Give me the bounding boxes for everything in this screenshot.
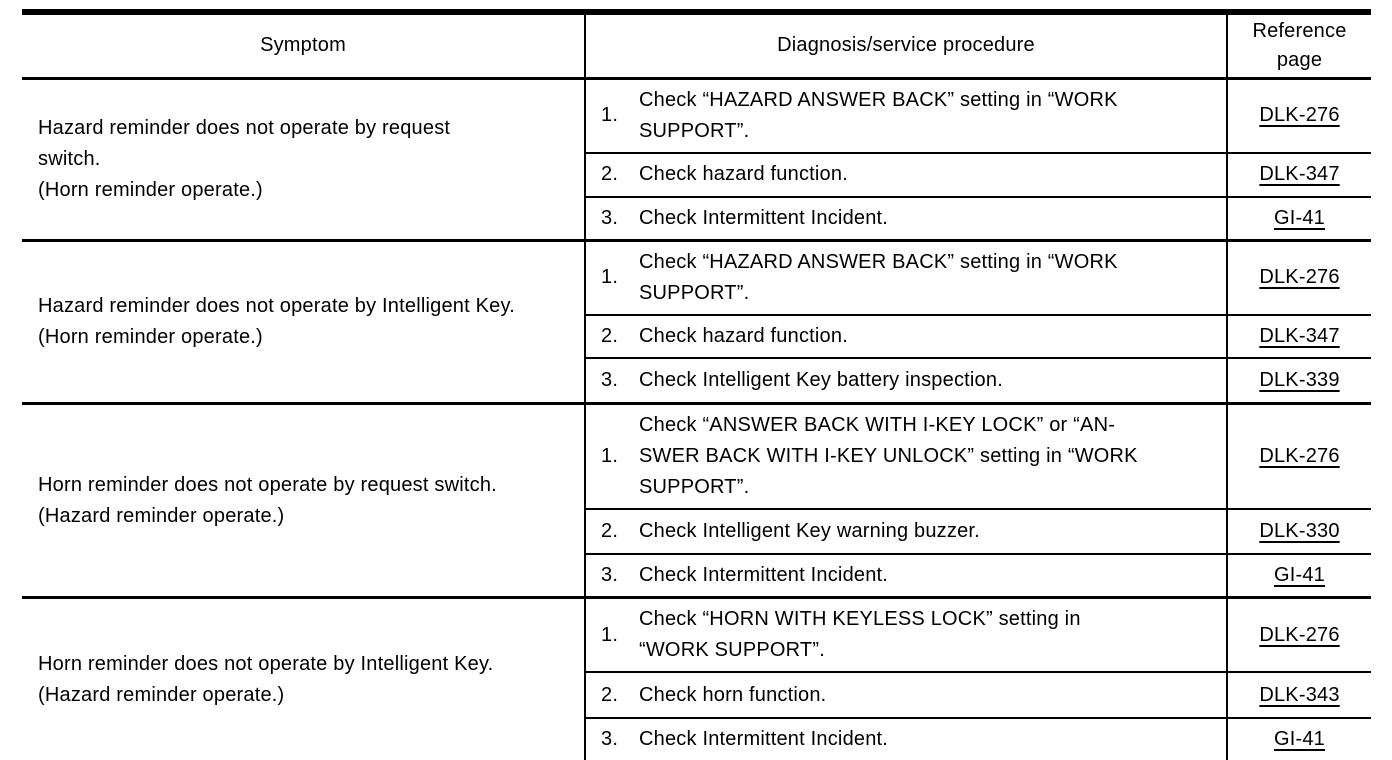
procedure-text: Check Intermittent Incident. (639, 564, 889, 586)
procedure-text: Check hazard function. (639, 163, 848, 185)
table-row: Hazard reminder does not operate by Inte… (22, 238, 1371, 404)
table-row: 3. Check Intermittent Incident. GI-41 (22, 195, 1371, 240)
procedure-number: 2. (601, 520, 619, 542)
table-row: 3. Check Intermittent Incident. GI-41 (22, 717, 1371, 760)
column-header-procedure: Diagnosis/service procedure (584, 12, 1227, 80)
reference-link[interactable]: DLK-276 (1259, 104, 1340, 126)
procedure-cell: 2. Check Intelligent Key warning buzzer. (584, 508, 1227, 554)
reference-cell: DLK-339 (1226, 356, 1371, 404)
procedure-number: 3. (601, 564, 619, 586)
procedure-cell: 1. Check “ANSWER BACK WITH I-KEY LOCK” or… (584, 402, 1227, 509)
table-row: 3. Check Intelligent Key battery inspecti… (22, 356, 1371, 404)
procedure-cell: 1. Check “HAZARD ANSWER BACK” setting in … (584, 78, 1227, 153)
procedure-cell: 2. Check horn function. (584, 671, 1227, 718)
reference-link[interactable]: DLK-343 (1259, 683, 1340, 706)
procedure-number: 3. (601, 728, 619, 751)
reference-cell: DLK-276 (1226, 596, 1371, 672)
procedure-number: 1. (601, 623, 619, 646)
reference-cell: DLK-347 (1226, 151, 1371, 197)
procedure-number: 3. (601, 368, 619, 391)
reference-link[interactable]: DLK-276 (1259, 445, 1340, 467)
procedure-text: Check “HAZARD ANSWER BACK” setting in “W… (639, 88, 1118, 142)
symptom-cell: Horn reminder does not operate by reques… (22, 402, 585, 598)
symptom-cell: Hazard reminder does not operate by Inte… (22, 238, 585, 404)
procedure-cell: 3. Check Intermittent Incident. (584, 717, 1227, 760)
reference-link[interactable]: DLK-276 (1259, 266, 1340, 288)
procedure-text: Check Intermittent Incident. (639, 206, 889, 229)
procedure-text: Check Intelligent Key battery inspection… (639, 368, 1003, 391)
reference-link[interactable]: DLK-276 (1259, 623, 1340, 646)
reference-cell: DLK-276 (1226, 78, 1371, 153)
reference-link[interactable]: DLK-347 (1259, 324, 1340, 347)
procedure-text: Check horn function. (639, 683, 827, 706)
procedure-text: Check “HAZARD ANSWER BACK” setting in “W… (639, 250, 1118, 304)
procedure-cell: 1. Check “HORN WITH KEYLESS LOCK” setting… (584, 596, 1227, 672)
column-header-reference: Reference page (1226, 12, 1371, 80)
reference-link[interactable]: DLK-347 (1259, 163, 1340, 185)
table-row: 2.Check Intelligent Key warning buzzer. … (22, 508, 1371, 554)
table-row: Horn reminder does not operate by reques… (22, 402, 1371, 598)
column-header-symptom: Symptom (22, 12, 585, 80)
reference-cell: GI-41 (1226, 195, 1371, 240)
procedure-cell: 1. Check “HAZARD ANSWER BACK” setting in … (584, 238, 1227, 315)
reference-link[interactable]: GI-41 (1273, 728, 1326, 751)
reference-link[interactable]: DLK-330 (1259, 520, 1340, 542)
procedure-cell: 3. Check Intermittent Incident. (584, 195, 1227, 240)
table-row: 3. Check Intermittent Incident. GI-41 (22, 553, 1371, 598)
table-row: 2. Check hazard function. DLK-347 (22, 313, 1371, 358)
procedure-cell: 2. Check hazard function. (584, 151, 1227, 197)
reference-link[interactable]: GI-41 (1273, 206, 1326, 229)
reference-cell: DLK-347 (1226, 313, 1371, 358)
procedure-text: Check Intermittent Incident. (639, 728, 889, 751)
table-header-row: Symptom Diagnosis/service procedure Refe… (22, 12, 1371, 80)
procedure-number: 2. (601, 324, 619, 347)
procedure-cell: 2. Check hazard function. (584, 313, 1227, 358)
symptom-cell: Horn reminder does not operate by Intell… (22, 596, 585, 760)
reference-cell: DLK-276 (1226, 402, 1371, 509)
procedure-text: Check “HORN WITH KEYLESS LOCK” setting i… (639, 608, 1081, 661)
reference-cell: DLK-343 (1226, 671, 1371, 718)
reference-link[interactable]: GI-41 (1273, 564, 1326, 586)
table-row: Hazard reminder does not operate by requ… (22, 78, 1371, 201)
procedure-text: Check hazard function. (639, 324, 848, 347)
procedure-cell: 3. Check Intermittent Incident. (584, 553, 1227, 598)
procedure-text: Check Intelligent Key warning buzzer. (639, 520, 980, 542)
symptom-cell: Hazard reminder does not operate by requ… (38, 116, 451, 201)
procedure-number: 1. (601, 445, 619, 467)
reference-link[interactable]: DLK-339 (1259, 368, 1340, 391)
reference-cell: DLK-330 (1226, 508, 1371, 554)
procedure-number: 2. (601, 163, 619, 185)
reference-cell: GI-41 (1226, 553, 1371, 598)
table-row: 2. Check horn function. DLK-343 (22, 671, 1371, 718)
procedure-number: 2. (601, 683, 619, 706)
procedure-text: Check “ANSWER BACK WITH I-KEY LOCK” or “… (639, 414, 1138, 498)
procedure-number: 1. (601, 266, 619, 288)
procedure-number: 1. (601, 104, 619, 126)
diagnosis-table: Symptom Diagnosis/service procedure Refe… (22, 9, 1371, 760)
reference-cell: GI-41 (1226, 717, 1371, 760)
table-row: 2. Check hazard function. DLK-347 (22, 151, 1371, 197)
table-row: Horn reminder does not operate by Intell… (22, 596, 1371, 760)
procedure-number: 3. (601, 206, 619, 229)
procedure-cell: 3. Check Intelligent Key battery inspecti… (584, 356, 1227, 404)
reference-cell: DLK-276 (1226, 238, 1371, 315)
